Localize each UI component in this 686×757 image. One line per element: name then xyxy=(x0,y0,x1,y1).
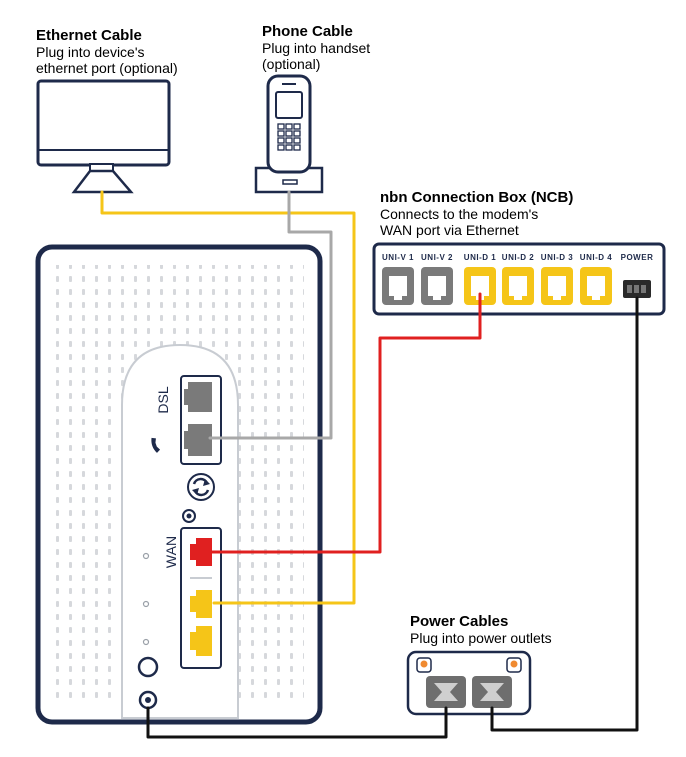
ncb-port-uni-d-1: UNI-D 1 xyxy=(464,253,496,305)
ethernet-cable-label: Ethernet Cable Plug into device's ethern… xyxy=(36,27,178,77)
ncb-port-label: UNI-V 2 xyxy=(421,253,453,262)
power-cables-label: Power Cables Plug into power outlets xyxy=(410,613,552,647)
ncb-port-label: UNI-D 2 xyxy=(502,253,534,262)
dsl-port xyxy=(184,382,212,412)
ncb-port-uni-d-3: UNI-D 3 xyxy=(541,253,573,305)
ncb-port-label: UNI-D 3 xyxy=(541,253,573,262)
ncb-port-uni-v-1: UNI-V 1 xyxy=(382,253,414,305)
cables xyxy=(100,190,639,739)
phone-handset-icon xyxy=(151,437,161,453)
lan-port-2 xyxy=(190,626,212,656)
dsl-label: DSL xyxy=(155,386,171,413)
phone-cable-label: Phone Cable Plug into handset (optional) xyxy=(262,23,371,73)
power-plug-right xyxy=(472,676,512,708)
ncb-desc: Connects to the modem's WAN port via Eth… xyxy=(380,206,539,238)
modem: DSL WAN xyxy=(35,244,323,725)
phone-port xyxy=(184,424,212,456)
ncb-power-cable xyxy=(490,296,639,732)
ncb-port-uni-v-2: UNI-V 2 xyxy=(421,253,453,305)
status-led xyxy=(142,638,150,646)
status-led xyxy=(142,600,150,608)
power-cables-title: Power Cables xyxy=(410,613,509,630)
ncb-title: nbn Connection Box (NCB) xyxy=(380,189,574,206)
ncb-port-power: POWER xyxy=(621,253,654,298)
status-led xyxy=(142,552,150,560)
outlet-switch-right xyxy=(506,657,522,673)
ethernet-cable xyxy=(100,190,356,605)
wps-sync-icon xyxy=(187,473,215,501)
ncb-port-uni-d-4: UNI-D 4 xyxy=(580,253,612,305)
wan-cable xyxy=(210,292,482,554)
power-outlets xyxy=(406,650,532,716)
reset-icon xyxy=(182,509,196,523)
ncb-port-label: UNI-V 1 xyxy=(382,253,414,262)
monitor-icon xyxy=(36,79,171,194)
power-plug-left xyxy=(426,676,466,708)
ethernet-cable-desc: Plug into device's ethernet port (option… xyxy=(36,44,178,76)
phone-cable-desc: Plug into handset (optional) xyxy=(262,40,371,72)
wan-label: WAN xyxy=(163,536,179,568)
ncb-port-label: UNI-D 1 xyxy=(464,253,496,262)
ethernet-cable-title: Ethernet Cable xyxy=(36,27,142,44)
cordless-phone-icon xyxy=(254,74,324,194)
power-cables-desc: Plug into power outlets xyxy=(410,630,552,646)
ncb-port-label: UNI-D 4 xyxy=(580,253,612,262)
power-socket-icon xyxy=(138,690,158,710)
ncb-port-uni-d-2: UNI-D 2 xyxy=(502,253,534,305)
power-button-icon xyxy=(137,656,159,678)
phone-cable-title: Phone Cable xyxy=(262,23,353,40)
outlet-switch-left xyxy=(416,657,432,673)
wan-port xyxy=(190,538,212,566)
phone-cable xyxy=(208,190,333,440)
ncb-box: UNI-V 1 UNI-V 2 UNI-D 1 UNI-D 2 UNI-D 3 UNI-D… xyxy=(372,242,666,316)
ncb-port-label: POWER xyxy=(621,253,654,262)
lan-port-1 xyxy=(190,590,212,618)
ncb-label: nbn Connection Box (NCB) Connects to the… xyxy=(380,189,574,239)
modem-power-cable xyxy=(146,706,448,739)
